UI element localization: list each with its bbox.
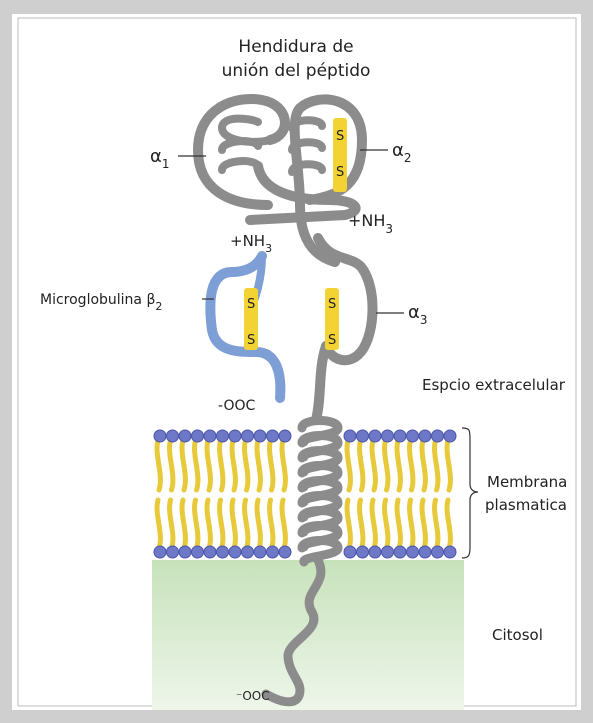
s-label: S xyxy=(247,297,255,312)
plasma-membrane-label-line1: Membrana xyxy=(487,473,567,491)
frame-left xyxy=(0,0,12,723)
extracellular-space-label: Espcio extracelular xyxy=(422,376,566,394)
lipid-head xyxy=(357,546,369,558)
lipid-head xyxy=(192,546,204,558)
lipid-head xyxy=(167,546,179,558)
lipid-head xyxy=(267,546,279,558)
lipid-head xyxy=(179,546,191,558)
lipid-head xyxy=(432,430,444,442)
lipid-head xyxy=(229,430,241,442)
lipid-head xyxy=(344,430,356,442)
lipid-head xyxy=(382,430,394,442)
lipid-head xyxy=(217,546,229,558)
s-label: S xyxy=(336,129,344,144)
lipid-head xyxy=(204,430,216,442)
lipid-head xyxy=(154,430,166,442)
lipid-head xyxy=(279,430,291,442)
peptide-cleft-label-line1: Hendidura de xyxy=(238,37,353,57)
lipid-head xyxy=(382,546,394,558)
lipid-head xyxy=(279,546,291,558)
lipid-head xyxy=(394,430,406,442)
lipid-head xyxy=(419,430,431,442)
lipid-head xyxy=(344,546,356,558)
lipid-head xyxy=(444,430,456,442)
lipid-head xyxy=(254,430,266,442)
s-label: S xyxy=(328,297,336,312)
heavy-chain-cooh-label: ⁻OOC xyxy=(236,689,270,703)
s-label: S xyxy=(328,333,336,348)
lipid-head xyxy=(394,546,406,558)
frame-right xyxy=(581,0,593,723)
lipid-head xyxy=(357,430,369,442)
frame-bottom xyxy=(0,710,593,723)
lipid-head xyxy=(192,430,204,442)
lipid-head xyxy=(369,546,381,558)
lipid-head xyxy=(254,546,266,558)
lipid-head xyxy=(242,430,254,442)
lipid-head xyxy=(444,546,456,558)
lipid-head xyxy=(204,546,216,558)
lipid-head xyxy=(154,546,166,558)
lipid-head xyxy=(432,546,444,558)
lipid-head xyxy=(167,430,179,442)
lipid-head xyxy=(242,546,254,558)
plasma-membrane-label-line2: plasmatica xyxy=(485,496,567,514)
lipid-head xyxy=(179,430,191,442)
lipid-head xyxy=(369,430,381,442)
s-label: S xyxy=(247,333,255,348)
peptide-cleft-label-line2: unión del péptido xyxy=(222,61,371,81)
lipid-head xyxy=(407,546,419,558)
lipid-head xyxy=(229,546,241,558)
cytosol-label: Citosol xyxy=(492,626,543,644)
lipid-head xyxy=(419,546,431,558)
beta2m-cooh-label: -OOC xyxy=(218,398,255,414)
lipid-head xyxy=(407,430,419,442)
s-label: S xyxy=(336,165,344,180)
lipid-head xyxy=(267,430,279,442)
lipid-head xyxy=(217,430,229,442)
frame-top xyxy=(0,0,593,14)
